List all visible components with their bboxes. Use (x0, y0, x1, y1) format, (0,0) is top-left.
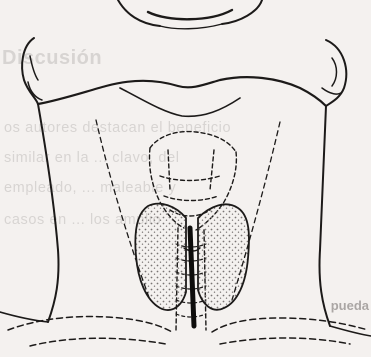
lip-curl (160, 24, 222, 29)
incision-line (190, 228, 194, 326)
thyroid-right-lobe (198, 204, 249, 309)
lip-outline (118, 0, 160, 26)
left-ear (22, 38, 38, 104)
shoulder-right (330, 326, 371, 336)
right-ear-lobe (322, 88, 342, 94)
thyroid-left-lobe (135, 204, 186, 310)
jaw-line (38, 77, 326, 106)
clavicle-contours (8, 317, 368, 347)
muscle-contours (96, 120, 280, 300)
left-ear-inner (30, 56, 38, 80)
neck-right-edge (319, 106, 330, 326)
mouth-line (148, 10, 232, 19)
chin-contour (120, 88, 240, 116)
neck-left-edge (38, 104, 59, 322)
shoulder-left (0, 312, 48, 322)
right-ear-inner (332, 58, 337, 86)
